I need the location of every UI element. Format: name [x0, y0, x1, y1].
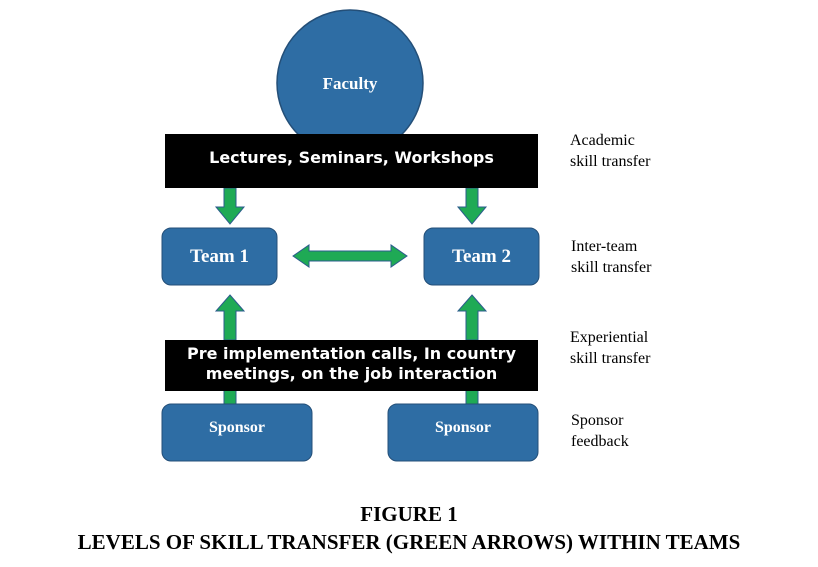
interteam-note: Inter-team skill transfer: [571, 236, 651, 278]
sponsor-note: Sponsor feedback: [571, 410, 629, 452]
figure-number: FIGURE 1: [360, 502, 458, 526]
interteam-note-line1: Inter-team: [571, 238, 638, 255]
experiential-bar: [165, 340, 538, 391]
team2-label: Team 2: [452, 245, 511, 267]
interteam-note-line2: skill transfer: [571, 259, 652, 276]
team2-node: [423, 227, 540, 286]
academic-bar-label: Lectures, Seminars, Workshops: [209, 148, 494, 167]
sponsor-right-label: Sponsor: [434, 419, 492, 436]
figure-title: LEVELS OF SKILL TRANSFER (GREEN ARROWS) …: [77, 530, 741, 554]
sponsor-note-line2: feedback: [571, 433, 629, 450]
experiential-note: Experiential skill transfer: [570, 327, 650, 369]
academic-note-line2: skill transfer: [570, 153, 651, 170]
sponsor-note-line1: Sponsor: [571, 412, 624, 429]
down-arrow-icon: [456, 187, 488, 225]
team1-label: Team 1: [190, 245, 249, 267]
double-headed-arrow-icon: [292, 244, 408, 268]
down-arrow-icon: [214, 187, 246, 225]
sponsor-left-label: Sponsor: [208, 419, 266, 436]
sponsor-left-node: [161, 403, 313, 462]
academic-bar: [165, 134, 538, 188]
sponsor-right-node: [387, 403, 539, 462]
experiential-note-line1: Experiential: [570, 329, 649, 346]
experiential-note-line2: skill transfer: [570, 350, 651, 367]
team1-node: [161, 227, 278, 286]
experiential-bar-line2: meetings, on the job interaction: [205, 364, 498, 383]
academic-note: Academic skill transfer: [570, 130, 650, 172]
academic-note-line1: Academic: [570, 132, 635, 149]
experiential-bar-line1: Pre implementation calls, In country: [187, 344, 516, 363]
faculty-label: Faculty: [322, 74, 378, 93]
